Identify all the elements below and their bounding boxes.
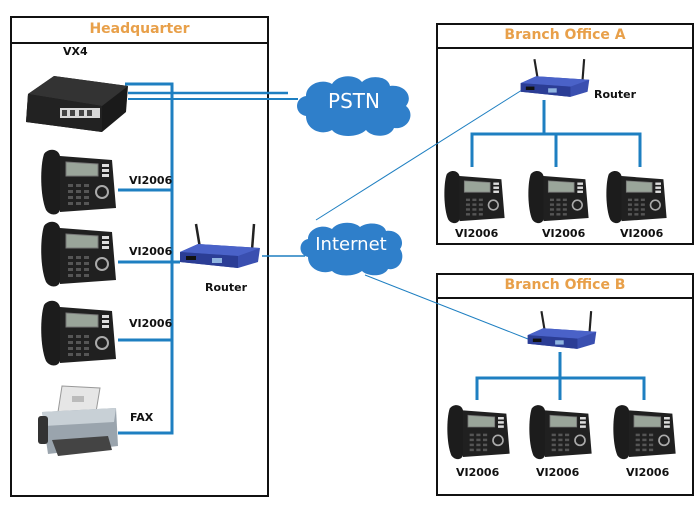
branch-a-phone-1-label: VI2006: [455, 227, 499, 240]
branch-b-phone-3-label: VI2006: [626, 466, 670, 479]
branch-b-phone-1-phone-icon: [444, 402, 512, 467]
hq-phone-3-phone-icon: [36, 297, 120, 374]
headquarter-title: Headquarter: [12, 18, 267, 44]
branch-a-phone-1-phone-icon: [440, 168, 508, 231]
hq-phone-1-phone-icon: [36, 146, 120, 223]
branch-a-phone-2-phone-icon: [524, 168, 592, 231]
branch-a-phone-2-label: VI2006: [542, 227, 586, 240]
branch-b-phone-3-phone-icon: [610, 402, 678, 467]
vx4-label: VX4: [63, 45, 88, 58]
vx4-pbx-icon: [26, 76, 128, 132]
wire-internet-branch-b: [364, 274, 529, 340]
hq-phone-2-phone-icon: [36, 218, 120, 295]
pstn-label: PSTN: [328, 89, 380, 113]
branch-b-title: Branch Office B: [438, 275, 692, 299]
branch-a-title: Branch Office A: [438, 25, 692, 49]
fax-label: FAX: [130, 411, 154, 424]
hq-phone-1-label: VI2006: [129, 174, 173, 187]
internet-label: Internet: [315, 234, 387, 255]
branch-b-phone-2-phone-icon: [526, 402, 594, 467]
hq-router-icon: [178, 222, 262, 275]
branch-b-phone-1-label: VI2006: [456, 466, 500, 479]
hq-router-label: Router: [205, 281, 248, 294]
branch-a-router-icon: [519, 56, 591, 105]
wire-internet-branch-a: [315, 89, 523, 221]
branch-a-router-label: Router: [594, 88, 637, 101]
fax-machine-icon: [38, 385, 118, 456]
branch-a-phone-3-phone-icon: [602, 168, 670, 231]
hq-phone-2-label: VI2006: [129, 245, 173, 258]
pstn-cloud-icon: [297, 76, 411, 136]
branch-b-box: Branch Office B: [436, 273, 694, 496]
branch-b-router-icon: [526, 306, 598, 359]
wire-vx4-bus: [118, 82, 174, 435]
hq-phone-3-label: VI2006: [129, 317, 173, 330]
internet-cloud-icon: [300, 222, 403, 276]
branch-a-phone-3-label: VI2006: [620, 227, 664, 240]
branch-b-phone-2-label: VI2006: [536, 466, 580, 479]
